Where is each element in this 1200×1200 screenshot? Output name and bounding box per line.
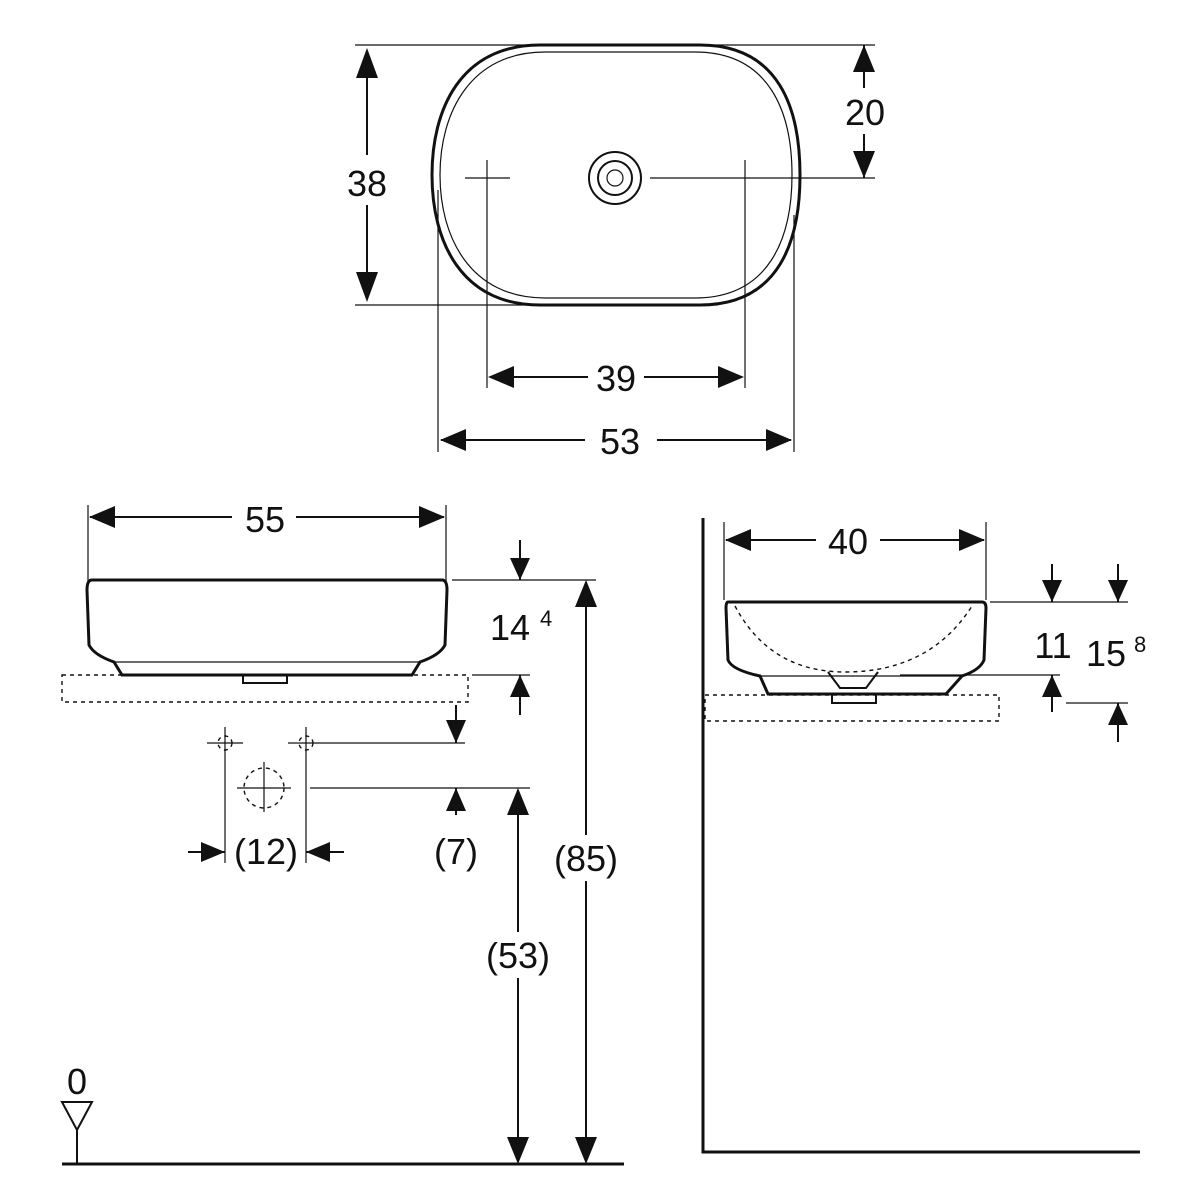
drain-cross — [237, 762, 530, 812]
top-width-label: 53 — [600, 421, 640, 462]
top-height-label: 38 — [347, 163, 387, 204]
drain-height-label: (53) — [486, 935, 550, 976]
side-countertop — [704, 694, 1000, 722]
basin-side-inner — [734, 605, 973, 673]
side-view: 40 11 15 8 — [701, 518, 1146, 1154]
inner-height-label: 11 — [1034, 625, 1071, 666]
basin-inner-outline — [439, 51, 793, 299]
tap-hole-right — [650, 160, 875, 196]
front-view: 55 14 4 — [60, 496, 626, 1166]
total-height-label: (85) — [554, 838, 618, 879]
drain-symbol — [588, 151, 642, 205]
wall-floor-line — [701, 518, 1140, 1154]
floor-level-marker — [60, 1101, 94, 1133]
top-view: 38 20 39 53 — [335, 43, 895, 462]
front-width-label: 55 — [245, 499, 285, 540]
floor-level-label: 0 — [67, 1061, 87, 1102]
tap-offset-label: (7) — [434, 831, 478, 872]
tap-hole-left — [465, 160, 510, 196]
bowl-height-sup: 4 — [540, 606, 552, 631]
basin-side-outline — [724, 600, 988, 696]
countertop — [61, 674, 469, 703]
basin-front-outline — [85, 578, 449, 677]
outer-height-sup: 8 — [1134, 632, 1146, 657]
drain-offset-label: 20 — [845, 92, 885, 133]
front-tap-spacing-label: (12) — [234, 831, 298, 872]
outer-height-label: 15 — [1086, 633, 1126, 674]
tap-cross-left — [207, 727, 243, 863]
basin-top-outline — [430, 43, 802, 307]
bowl-height-label: 14 — [490, 607, 530, 648]
side-drain-outlet — [831, 693, 877, 704]
side-depth-label: 40 — [828, 521, 868, 562]
tap-cross-right — [288, 727, 465, 863]
top-tap-spacing-label: 39 — [596, 358, 636, 399]
